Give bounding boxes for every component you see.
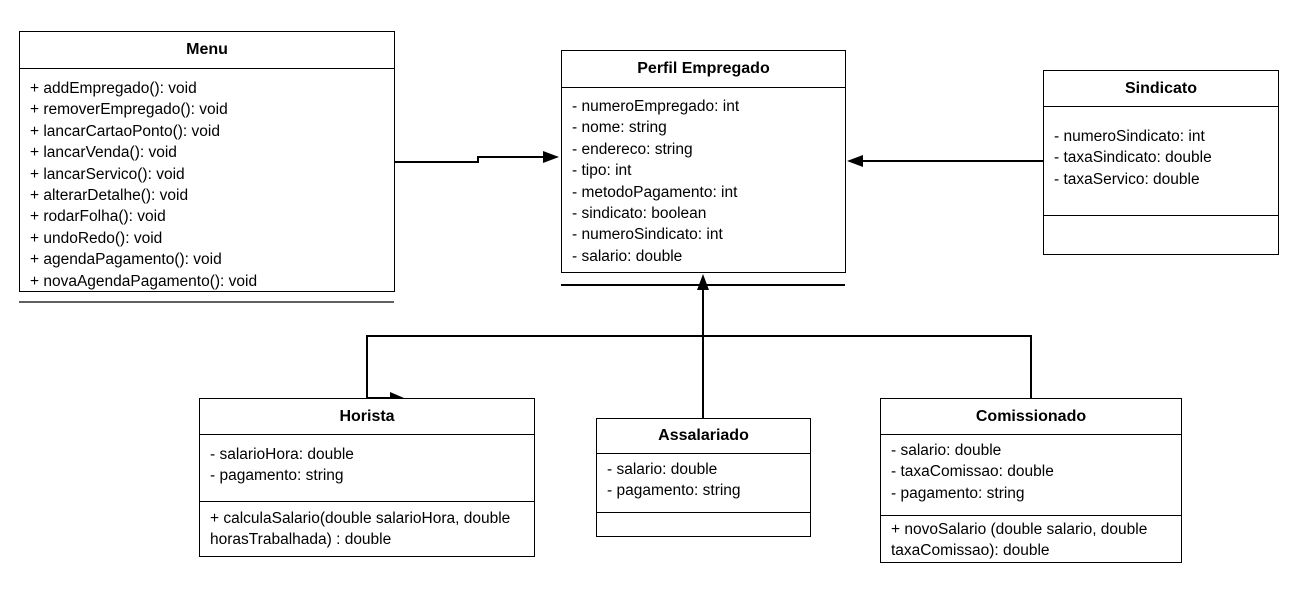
method-list: + novoSalario (double salario, double ta… xyxy=(881,515,1181,561)
attribute-row: - taxaServico: double xyxy=(1054,170,1200,188)
attribute-row: - metodoPagamento: int xyxy=(572,183,738,201)
connector-menu-perfil xyxy=(395,156,545,163)
attribute-row: - endereco: string xyxy=(572,140,693,158)
method-row: + rodarFolha(): void xyxy=(30,208,166,226)
arrowhead-menu-perfil xyxy=(543,151,559,163)
connector-horista-bus xyxy=(366,335,703,398)
arrowhead-assalariado-perfil xyxy=(697,274,709,290)
attribute-row: - pagamento: string xyxy=(210,467,344,485)
method-row: + calculaSalario(double salarioHora, dou… xyxy=(210,510,511,548)
class-horista[interactable]: Horista - salarioHora: double - pagamento… xyxy=(199,398,535,557)
attribute-row: - salario: double xyxy=(891,442,1002,459)
attribute-row: - salarioHora: double xyxy=(210,446,354,463)
method-row: + removerEmpregado(): void xyxy=(30,101,228,119)
class-name: Menu xyxy=(20,32,394,69)
attribute-list: - salario: double - taxaComissao: double -… xyxy=(881,435,1181,515)
method-row: + lancarVenda(): void xyxy=(30,144,177,162)
method-row: + addEmpregado(): void xyxy=(30,80,197,97)
method-row: + agendaPagamento(): void xyxy=(30,251,222,269)
class-name: Perfil Empregado xyxy=(562,51,845,88)
attribute-row: - taxaSindicato: double xyxy=(1054,149,1212,167)
class-name: Horista xyxy=(200,399,534,435)
method-list xyxy=(1044,215,1278,254)
method-row: + novoSalario (double salario, double ta… xyxy=(891,521,1148,559)
attribute-row: - numeroSindicato: int xyxy=(572,226,723,244)
attribute-row: - sindicato: boolean xyxy=(572,205,707,223)
class-perfil-empregado[interactable]: Perfil Empregado - numeroEmpregado: int-… xyxy=(561,50,846,273)
attribute-row: - taxaComissao: double xyxy=(891,463,1054,481)
class-name: Sindicato xyxy=(1044,71,1278,107)
attribute-list: - salarioHora: double - pagamento: string xyxy=(200,435,534,501)
attribute-row: - salario: double xyxy=(607,461,718,478)
method-row: + lancarCartaoPonto(): void xyxy=(30,122,220,140)
method-row: + novaAgendaPagamento(): void xyxy=(30,272,258,290)
method-list xyxy=(597,512,810,536)
class-name: Assalariado xyxy=(597,419,810,454)
method-row: + undoRedo(): void xyxy=(30,229,163,247)
method-list: + calculaSalario(double salarioHora, dou… xyxy=(200,501,534,550)
attribute-list: - numeroEmpregado: int - nome: string - en… xyxy=(562,88,845,267)
class-comissionado[interactable]: Comissionado - salario: double - taxaComi… xyxy=(880,398,1182,563)
attribute-row: - pagamento: string xyxy=(607,482,741,500)
attribute-row: - tipo: int xyxy=(572,162,632,180)
class-menu[interactable]: Menu + addEmpregado(): void + removerEmpr… xyxy=(19,31,395,292)
attribute-row: - numeroSindicato: int xyxy=(1054,128,1205,145)
attribute-row: - salario: double xyxy=(572,247,683,265)
method-list: + addEmpregado(): void + removerEmpregado… xyxy=(20,69,394,292)
class-name: Comissionado xyxy=(881,399,1181,435)
method-row: + alterarDetalhe(): void xyxy=(30,187,189,205)
attribute-row: - pagamento: string xyxy=(891,484,1025,502)
attribute-list: - salario: double - pagamento: string xyxy=(597,454,810,512)
attribute-row: - numeroEmpregado: int xyxy=(572,98,740,115)
connector-comissionado-bus xyxy=(703,335,1032,398)
class-assalariado[interactable]: Assalariado - salario: double - pagamento… xyxy=(596,418,811,537)
attribute-list: - numeroSindicato: int - taxaSindicato: d… xyxy=(1044,107,1278,215)
arrowhead-sindicato-perfil xyxy=(847,155,863,167)
method-row: + lancarServico(): void xyxy=(30,165,185,183)
class-sindicato[interactable]: Sindicato - numeroSindicato: int - taxaSi… xyxy=(1043,70,1279,255)
attribute-row: - nome: string xyxy=(572,119,667,137)
